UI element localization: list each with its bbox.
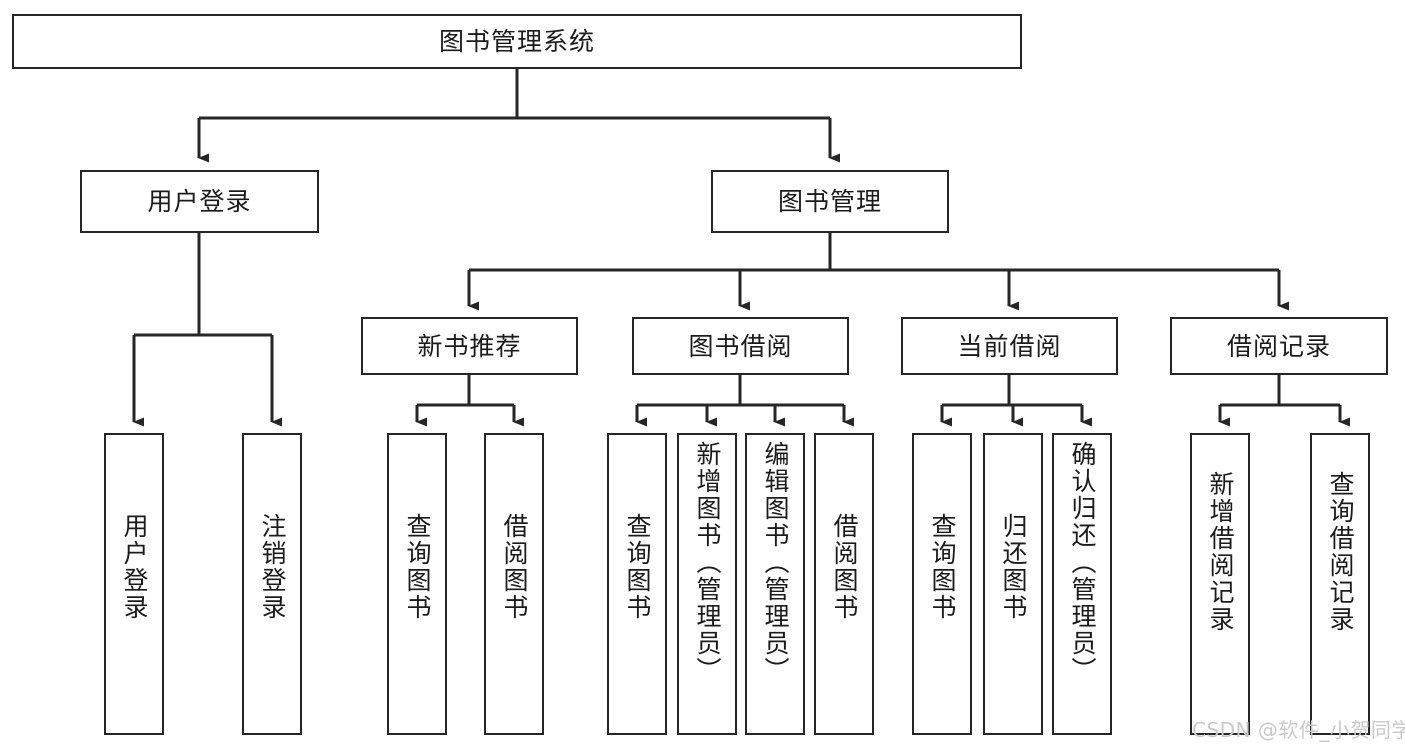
node-book-borrow[interactable]: 图书借阅: [632, 317, 849, 375]
node-label: 图书管理: [777, 187, 882, 216]
node-borrow-record[interactable]: 借阅记录: [1170, 317, 1388, 375]
node-label: 新增借阅记录: [1206, 471, 1235, 633]
leaf-add-borrow-record[interactable]: 新增借阅记录: [1190, 433, 1250, 735]
leaf-query-book-borrow[interactable]: 查询图书: [607, 433, 667, 735]
node-root-system[interactable]: 图书管理系统: [12, 14, 1022, 69]
node-label: 查询借阅记录: [1326, 471, 1355, 633]
node-label: 查询图书: [403, 513, 432, 621]
leaf-add-book-admin[interactable]: 新增图书（管理员）: [677, 433, 737, 735]
node-label: 新书推荐: [417, 331, 522, 361]
leaf-query-book-current[interactable]: 查询图书: [912, 433, 972, 735]
leaf-edit-book-admin[interactable]: 编辑图书（管理员）: [745, 433, 805, 735]
leaf-confirm-return-admin[interactable]: 确认归还（管理员）: [1052, 433, 1112, 735]
node-label: 借阅图书: [830, 513, 859, 621]
node-new-book-recommend[interactable]: 新书推荐: [361, 317, 578, 375]
leaf-query-book-recommend[interactable]: 查询图书: [387, 433, 447, 735]
node-label: 用户登录: [147, 187, 252, 216]
leaf-user-login[interactable]: 用户登录: [104, 433, 164, 735]
node-label: 当前借阅: [957, 331, 1062, 361]
leaf-query-borrow-record[interactable]: 查询借阅记录: [1310, 433, 1370, 735]
node-label: 确认归还（管理员）: [1068, 441, 1097, 684]
node-current-borrow[interactable]: 当前借阅: [901, 317, 1118, 375]
node-label: 新增图书（管理员）: [693, 441, 722, 684]
leaf-borrow-book[interactable]: 借阅图书: [814, 433, 874, 735]
node-label: 用户登录: [120, 513, 149, 621]
node-label: 归还图书: [999, 513, 1028, 621]
leaf-borrow-book-recommend[interactable]: 借阅图书: [484, 433, 544, 735]
node-label: 编辑图书（管理员）: [761, 441, 790, 684]
leaf-return-book[interactable]: 归还图书: [983, 433, 1043, 735]
node-book-management[interactable]: 图书管理: [711, 170, 949, 233]
node-label: 图书管理系统: [438, 27, 595, 56]
node-label: 图书借阅: [688, 331, 793, 361]
node-label: 查询图书: [928, 513, 957, 621]
node-label: 查询图书: [623, 513, 652, 621]
node-label: 借阅图书: [500, 513, 529, 621]
leaf-logout-login[interactable]: 注销登录: [242, 433, 302, 735]
node-label: 借阅记录: [1226, 331, 1331, 361]
node-user-login[interactable]: 用户登录: [80, 170, 319, 233]
node-label: 注销登录: [258, 513, 287, 621]
watermark-text: CSDN @软件_小贺同学: [1192, 718, 1405, 742]
